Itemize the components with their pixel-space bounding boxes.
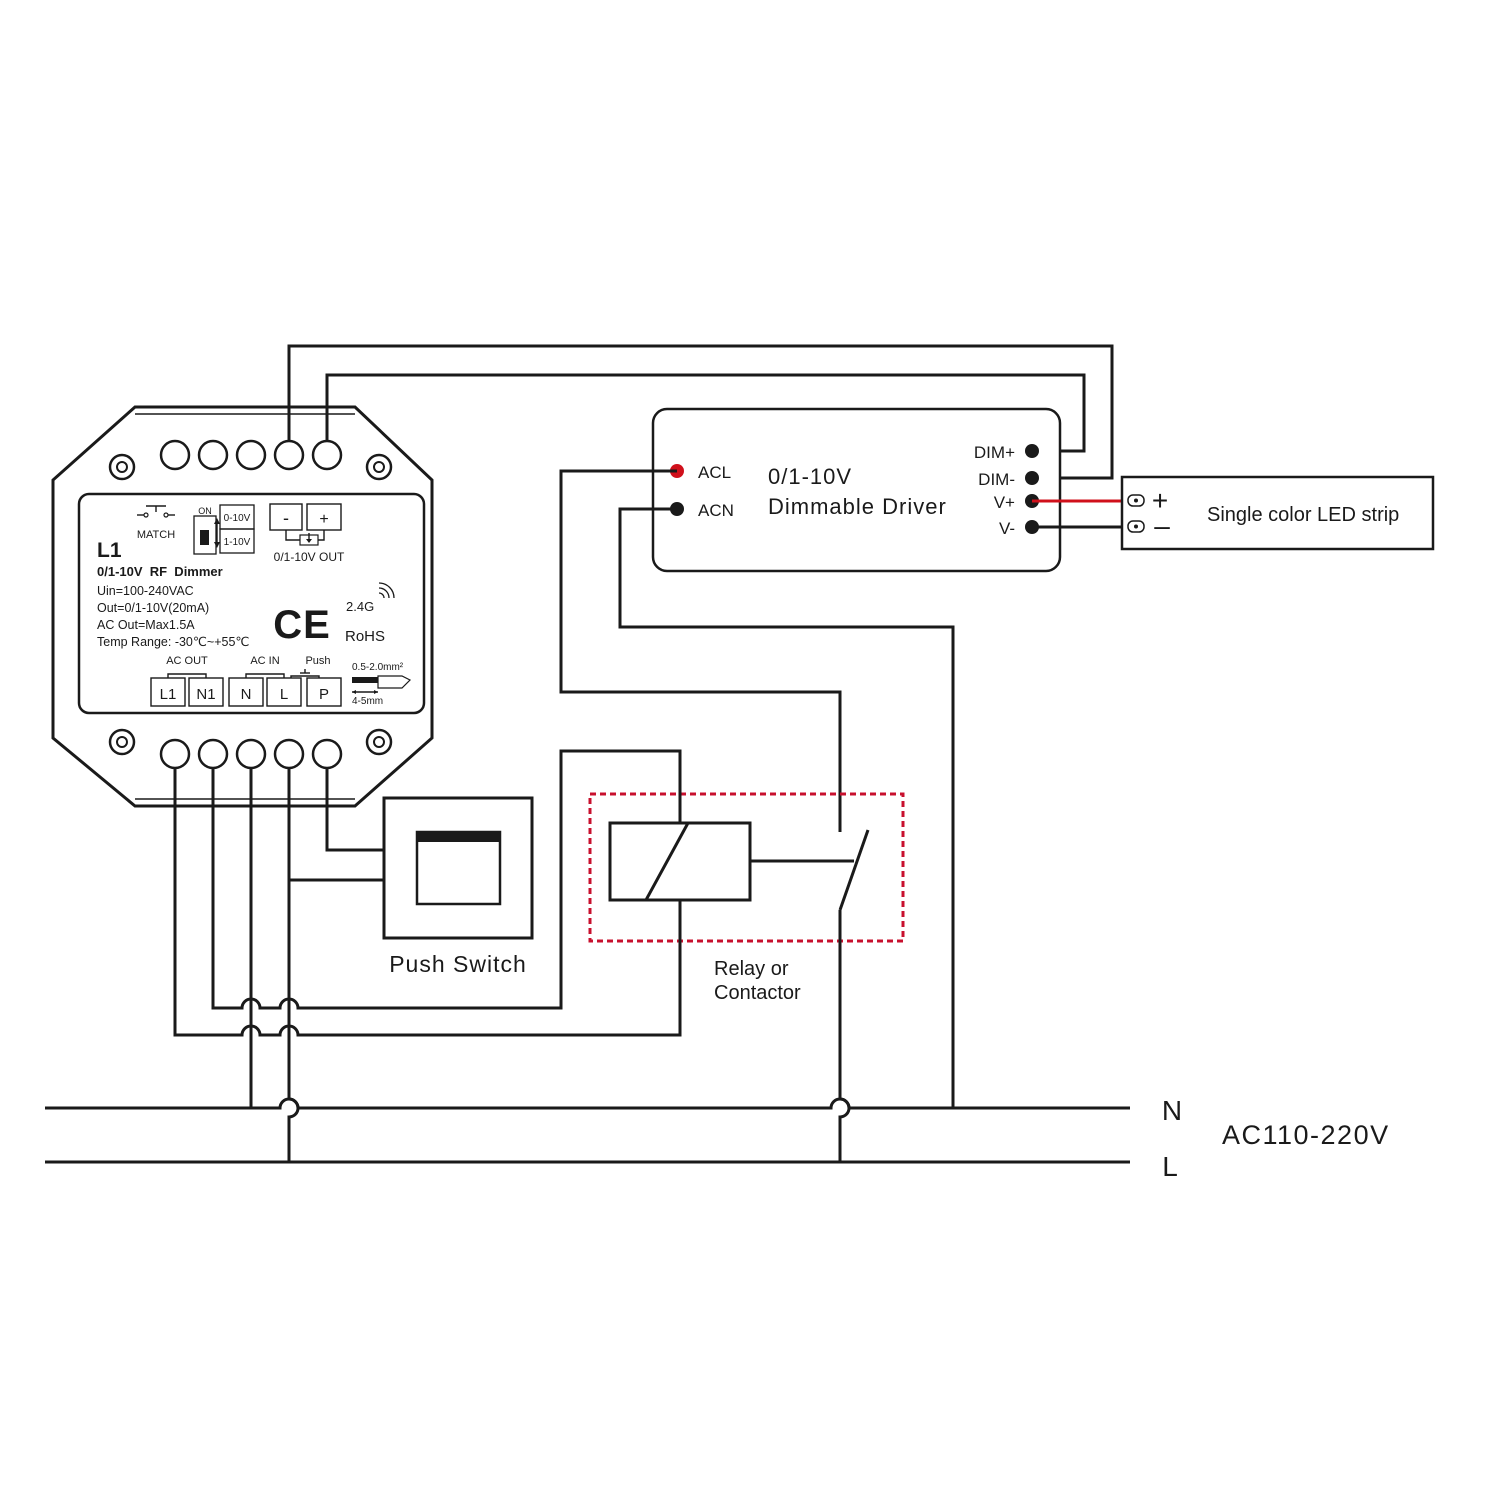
acn-label: ACN [698,501,734,520]
spec-out: Out=0/1-10V(20mA) [97,601,209,615]
rf-label: 2.4G [346,599,374,614]
relay-label-line2: Contactor [714,982,801,1004]
led-strip: + – Single color LED strip [1032,475,1435,551]
spec-uin: Uin=100-240VAC [97,584,194,598]
dimmable-driver: 0/1-10V Dimmable Driver ACL ACN DIM+ DIM… [651,407,1062,573]
dim-minus-terminal [1025,471,1039,485]
mounting-screw-icon [108,453,136,481]
mains-voltage: AC110-220V [1222,1120,1390,1150]
led-minus-label: – [1154,510,1170,541]
dimmer-label-panel [77,492,426,715]
group-ac-out: AC OUT [166,655,208,667]
dimmer-module: MATCH ON 0-10V 1-10V - + 0/1-10V OUT L1 [51,405,434,808]
mains-l-label: L [1162,1151,1178,1182]
wire-strip-icon [352,675,412,694]
v-plus-label: V+ [994,493,1015,512]
dim-plus-label: DIM+ [974,443,1015,462]
terminal-label: L [280,686,288,703]
wire-dim-minus [287,344,1114,480]
driver-title-line1: 0/1-10V [768,464,852,489]
mains-n-line [45,1097,1130,1110]
led-plus-label: + [1152,485,1168,516]
mounting-screw-icon [365,728,393,756]
strip-spec: 4-5mm [352,696,383,707]
wire-dim-plus [325,373,1086,453]
match-label: MATCH [137,529,175,541]
terminal-label: P [319,686,329,703]
wire-acn [618,507,955,1108]
potentiometer-icon [285,530,325,546]
mains-supply: N L AC110-220V [45,1095,1390,1182]
dimmer-model: L1 [97,539,122,562]
wire-n1-to-coil [211,749,682,1010]
dip-switch-option-0-10v: 0-10V [224,513,251,524]
mounting-screw-icon [365,453,393,481]
top-terminal-1 [159,439,191,471]
v-minus-label: V- [999,519,1015,538]
mains-n-label: N [1162,1095,1182,1126]
bottom-terminal-l [273,738,305,770]
out-plus-label: + [319,511,328,528]
push-switch: Push Switch [382,796,534,977]
dim-signal-wires [287,344,1114,480]
push-switch-label: Push Switch [389,951,527,977]
wire-acl [559,469,842,832]
driver-box [651,407,1062,573]
led-strip-label: Single color LED strip [1207,504,1399,526]
rohs-label: RoHS [345,628,385,645]
ce-mark: CE [273,603,331,647]
top-terminal-dim-plus [311,439,343,471]
out-label: 0/1-10V OUT [274,550,345,564]
terminal-label: L1 [160,686,177,703]
wire-l1-to-coil [173,768,682,1037]
dip-switch-option-1-10v: 1-10V [224,537,251,548]
led-strip-box [1120,475,1435,551]
dimmer-name: 0/1-10V RF Dimmer [97,564,223,579]
group-ac-in: AC IN [250,655,279,667]
terminal-block: L1 N1 N L P [150,677,342,707]
relay-label-line1: Relay or [714,958,789,980]
led-solder-pad-icon [1127,494,1145,533]
spec-temp: Temp Range: -30℃~+55℃ [97,635,249,649]
wireless-signal-icon [378,582,395,599]
push-switch-button [415,830,502,906]
relay: Relay or Contactor [588,792,905,1004]
push-button-icon [290,669,320,678]
match-button-icon [137,505,175,518]
dim-plus-terminal [1025,444,1039,458]
spec-ac-out: AC Out=Max1.5A [97,618,195,632]
driver-ac-wires [559,469,955,1108]
top-terminal-3 [235,439,267,471]
group-push: Push [305,655,330,667]
dip-switch-icon [193,504,255,555]
relay-contact-blade [838,829,870,911]
mounting-screw-icon [108,728,136,756]
driver-title-line2: Dimmable Driver [768,494,947,519]
dim-minus-label: DIM- [978,470,1015,489]
dip-switch-on-label: ON [198,506,212,516]
wire-contact-to-mains [838,910,851,1162]
bottom-terminal-n [235,738,267,770]
bottom-terminal-l1 [159,738,191,770]
top-terminal-2 [197,439,229,471]
wire-p-to-switch [325,768,384,852]
out-minus-label: - [283,508,289,528]
top-terminal-dim-minus [273,439,305,471]
wire-spec: 0.5-2.0mm² [352,662,404,673]
terminal-label: N [241,686,252,703]
acl-label: ACL [698,463,731,482]
bottom-terminal-n1 [197,738,229,770]
terminal-label: N1 [196,686,215,703]
bottom-terminal-p [311,738,343,770]
